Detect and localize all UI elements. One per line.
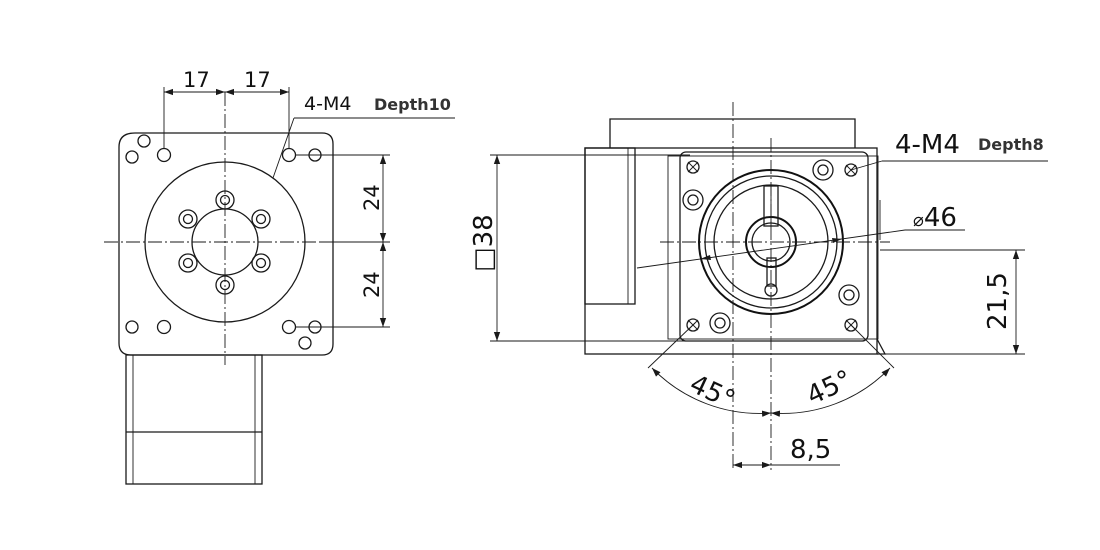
front-callout-prefix: 4-M4 xyxy=(304,93,351,115)
side-offset-dimension: 8,5 xyxy=(733,435,840,469)
svg-text:□38: □38 xyxy=(469,214,499,272)
side-angle-dimensions: 45° 45° xyxy=(647,200,895,417)
front-view: 17 17 4-M4 Depth10 24 24 xyxy=(104,68,455,485)
front-flange-outline xyxy=(118,132,334,356)
front-dimension-24-24: 24 24 xyxy=(296,154,390,328)
side-view: ⌀46 4-M4 Depth8 □38 21,5 xyxy=(469,102,1048,470)
dim-17-right: 17 xyxy=(244,68,271,92)
square-symbol: □ xyxy=(469,247,499,272)
svg-text:⌀46: ⌀46 xyxy=(913,203,957,233)
side-crossed-holes xyxy=(686,160,858,332)
dim-24-lower: 24 xyxy=(360,271,384,298)
dim-24-upper: 24 xyxy=(360,184,384,211)
dim-8-5: 8,5 xyxy=(790,435,831,465)
motor-body xyxy=(125,354,263,485)
dim-17-left: 17 xyxy=(183,68,210,92)
diameter-value: 46 xyxy=(924,203,957,233)
angle-left: 45° xyxy=(685,369,739,416)
side-diameter-callout: ⌀46 xyxy=(636,203,965,269)
diameter-symbol: ⌀ xyxy=(913,210,924,231)
front-screw-holes xyxy=(178,190,271,295)
dim-21-5: 21,5 xyxy=(983,272,1013,330)
side-callout-depth: Depth8 xyxy=(978,135,1044,154)
front-dimension-17-17: 17 17 xyxy=(163,68,290,148)
front-hole-callout: 4-M4 Depth10 xyxy=(272,93,455,179)
side-square-dimension: □38 xyxy=(469,154,690,342)
angle-right: 45° xyxy=(802,365,856,412)
side-callout-prefix: 4-M4 xyxy=(895,130,960,160)
side-main-body xyxy=(584,147,878,355)
front-callout-depth: Depth10 xyxy=(374,95,451,114)
square-value: 38 xyxy=(469,214,499,247)
side-hole-callout: 4-M4 Depth8 xyxy=(850,130,1048,171)
side-screw-heads xyxy=(682,159,860,334)
side-height-dimension: 21,5 xyxy=(880,249,1025,355)
